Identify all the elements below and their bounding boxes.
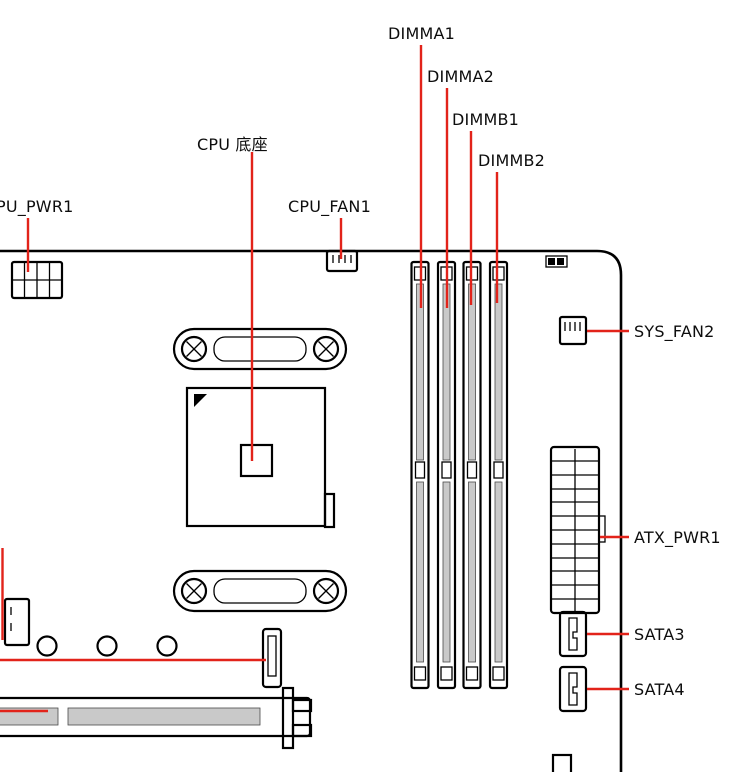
label-dimma1: DIMMA1 [388,24,455,43]
label-sata3: SATA3 [634,625,685,644]
dimm-slot-a1 [410,260,430,690]
label-dimmb2: DIMMB2 [478,151,546,170]
bottom-right-component [551,753,573,772]
dimm-slot-a2 [436,260,457,690]
sata4-port [558,665,588,713]
dimm-slot-b2 [488,260,509,690]
label-dimma2: DIMMA2 [427,67,494,86]
cpu-power-connector [10,260,64,300]
board-outline [0,249,623,772]
pcie-latch [281,686,313,750]
cpu-socket [185,386,336,529]
leader-lines [0,45,629,713]
mounting-hole [36,635,58,657]
label-sys-fan2: SYS_FAN2 [634,322,715,341]
atx-power-connector [549,445,606,615]
label-cpu-fan1: CPU_FAN1 [288,197,371,216]
dimm-slot-b1 [462,260,482,690]
small-component [545,255,568,268]
label-cpu-socket: CPU 底座 [197,135,268,154]
label-dimmb1: DIMMB1 [452,110,520,129]
label-atx-pwr1: ATX_PWR1 [634,528,721,547]
mounting-hole [156,635,178,657]
mounting-hole [96,635,118,657]
cooler-bracket-top [172,327,348,371]
sata3-port [558,610,588,658]
pcie-slot [0,696,312,738]
chassis-header [3,597,31,647]
m2-connector [261,627,283,689]
label-sata4: SATA4 [634,680,685,699]
sys-fan-header [558,315,588,346]
label-cpu-pwr1: PU_PWR1 [0,197,74,216]
cooler-bracket-bottom [172,569,348,613]
